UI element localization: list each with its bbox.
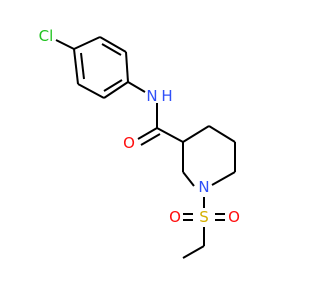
bond xyxy=(99,36,127,53)
bonds xyxy=(55,36,236,259)
bond xyxy=(80,52,85,80)
bond xyxy=(156,127,184,143)
bond xyxy=(125,51,129,83)
atom-label-amide-hydrogen: H xyxy=(161,87,172,105)
bond xyxy=(73,48,79,85)
bond xyxy=(73,36,101,50)
bond xyxy=(182,245,205,259)
atom-label-amide-nitrogen: N xyxy=(146,87,157,105)
atom-label-chlorine: Cl xyxy=(39,27,54,45)
bond xyxy=(127,81,146,93)
bond xyxy=(101,43,122,56)
bond xyxy=(103,79,123,92)
molecule-diagram: Cl N H O N S O O xyxy=(39,27,240,259)
atom-label-sulfonyl-oxygen-right: O xyxy=(228,208,240,226)
bond xyxy=(103,81,129,99)
bond xyxy=(55,39,75,50)
bond xyxy=(182,125,210,143)
atom-label-sulfonyl-oxygen-left: O xyxy=(169,208,181,226)
structure-svg: Cl N H O N S O O xyxy=(39,27,240,259)
bond xyxy=(208,125,236,143)
atom-label-sulfur: S xyxy=(199,208,209,226)
bond xyxy=(77,83,105,99)
bond xyxy=(137,127,158,140)
bond xyxy=(140,133,161,146)
atom-labels: Cl N H O N S O O xyxy=(39,27,240,226)
bond xyxy=(182,171,195,187)
atom-label-carbonyl-oxygen: O xyxy=(123,134,135,152)
bond xyxy=(211,171,236,186)
atom-label-ring-nitrogen: N xyxy=(198,178,209,196)
